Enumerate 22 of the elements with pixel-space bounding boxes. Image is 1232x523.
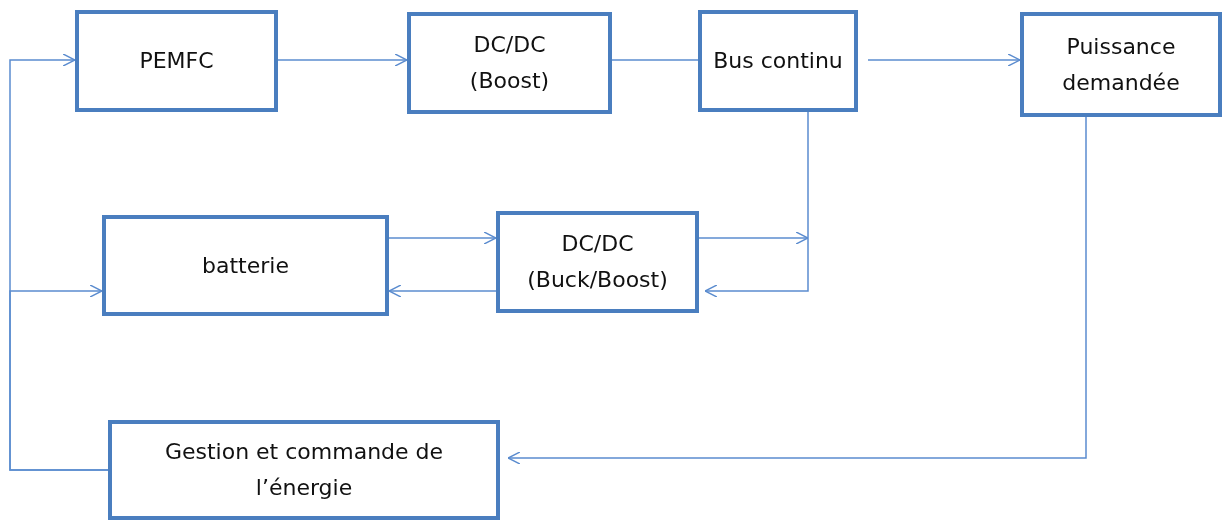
box-label: PEMFC (139, 47, 214, 75)
arrow (388, 231, 497, 245)
process-box (75, 10, 278, 112)
box-label: batterie (202, 251, 289, 280)
process-box (108, 420, 500, 520)
process-box (496, 211, 699, 313)
arrow (698, 231, 809, 245)
arrow (704, 111, 809, 298)
arrow (867, 53, 1021, 67)
process-box (407, 12, 612, 114)
process-box (698, 10, 858, 112)
box-label: DC/DC (Buck/Boost) (526, 230, 669, 294)
process-box (102, 215, 389, 316)
box-label: DC/DC (Boost) (468, 31, 551, 95)
arrow (9, 284, 109, 471)
arrow (388, 284, 497, 298)
box-label: Gestion et commande de l’énergie (163, 438, 445, 502)
arrow (507, 116, 1087, 465)
process-box (1020, 12, 1222, 117)
box-label: Puissance demandée (1061, 32, 1181, 97)
box-label: Bus continu (713, 47, 843, 75)
arrow (277, 53, 408, 67)
